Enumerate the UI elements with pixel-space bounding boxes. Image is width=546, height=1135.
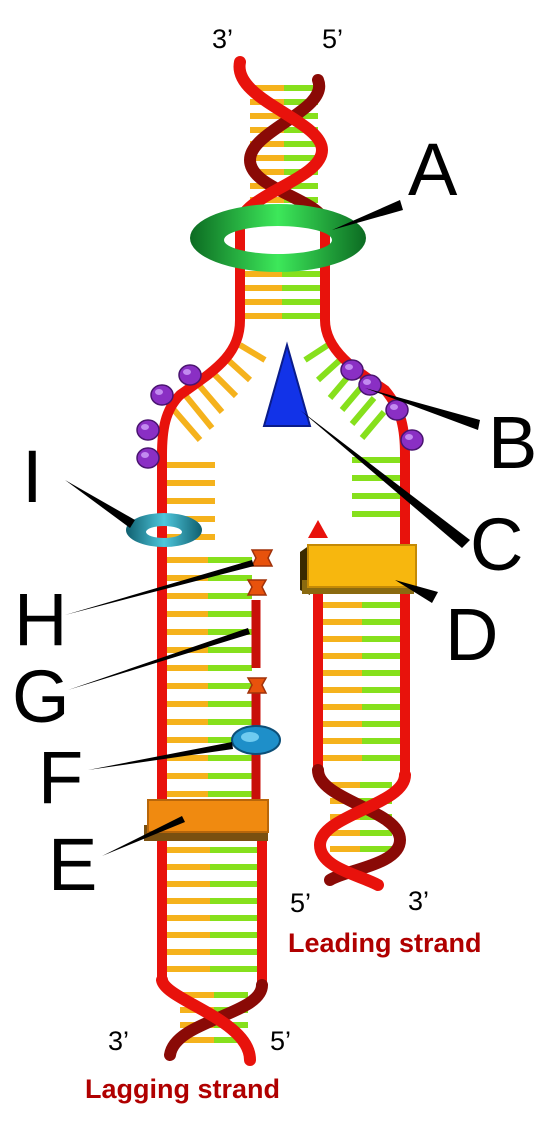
ssb-protein [400,429,424,451]
pointer-h [65,560,254,615]
leading-dna-polymerase [300,544,417,595]
ssb-protein [136,419,160,441]
part-label-i: I [22,435,43,518]
pointer-a [332,200,403,230]
ssb-protein [178,364,202,386]
sliding-clamp [126,513,202,547]
part-label-d: D [445,593,498,676]
lagging-helix-front [156,974,256,1066]
pointer-c [300,410,470,548]
part-label-h: H [14,578,67,661]
ssb-protein-highlight [141,424,149,430]
ssb-protein [340,359,364,381]
base-pair-rung [349,396,377,426]
part-label-e: E [48,823,97,906]
pointer-d [395,580,438,603]
helicase-ring [190,204,366,272]
ssb-protein [136,447,160,469]
sliding-clamp-body [126,513,202,547]
pointer-i [65,480,135,528]
ssb-protein-highlight [155,389,163,395]
stem-left-backbone [157,225,245,456]
part-label-f: F [38,736,83,819]
part-label-c: C [470,503,523,586]
ssb-protein [385,399,409,421]
end-label-lagging-left: 3’ [108,1026,129,1056]
top-helix-strand-back [243,74,331,231]
end-label-leading-right: 3’ [408,886,429,916]
base-pair-rungs [166,85,402,1043]
rna-primer-2 [246,579,268,596]
ssb-protein-highlight [390,404,398,410]
ssb-protein-highlight [345,364,353,370]
end-label-top-left: 3’ [212,24,233,54]
part-label-g: G [12,655,70,738]
top-double-helix [233,56,331,231]
leading-strand-label: Leading strand [288,928,482,958]
base-pair-rung [195,382,225,414]
lagging-strand-label: Lagging strand [85,1074,280,1104]
top-helix-strand-front [233,56,329,231]
leading-strand-arrowhead [308,520,328,538]
base-pair-rung [183,394,215,430]
ssb-protein-highlight [363,379,371,385]
lagging-dna-polymerase [144,799,269,841]
pointer-b [365,388,480,430]
dna-ligase [231,725,281,755]
leading-helix-front [313,769,411,891]
base-pair-rung [359,410,387,440]
base-pair-rung [315,357,343,383]
helicase-ring-body [190,204,366,272]
end-label-top-right: 5’ [322,24,343,54]
base-pair-rung [303,342,330,363]
ssb-protein-highlight [183,369,191,375]
rna-primer-3 [246,677,268,694]
pointer-e [102,816,185,856]
base-pair-rung [225,357,253,383]
base-pair-rung [209,369,239,399]
pointer-lines [65,200,480,856]
part-label-b: B [488,401,537,484]
end-label-lagging-right: 5’ [270,1026,291,1056]
pointer-f [88,742,233,770]
rna-primers [246,549,274,694]
single-strand-binding-proteins [136,359,424,469]
pointer-g [68,628,250,690]
ssb-protein [150,384,174,406]
ssb-protein-highlight [405,434,413,440]
end-label-leading-left: 5’ [290,888,311,918]
ssb-protein-highlight [141,452,149,458]
leading-polymerase-box [307,544,417,588]
primase-triangle [262,341,312,427]
base-pair-rung [171,408,203,442]
base-pair-rung [238,342,267,363]
part-label-a: A [408,128,458,211]
rna-primer-1 [250,549,274,567]
ligase-highlight [241,732,259,742]
